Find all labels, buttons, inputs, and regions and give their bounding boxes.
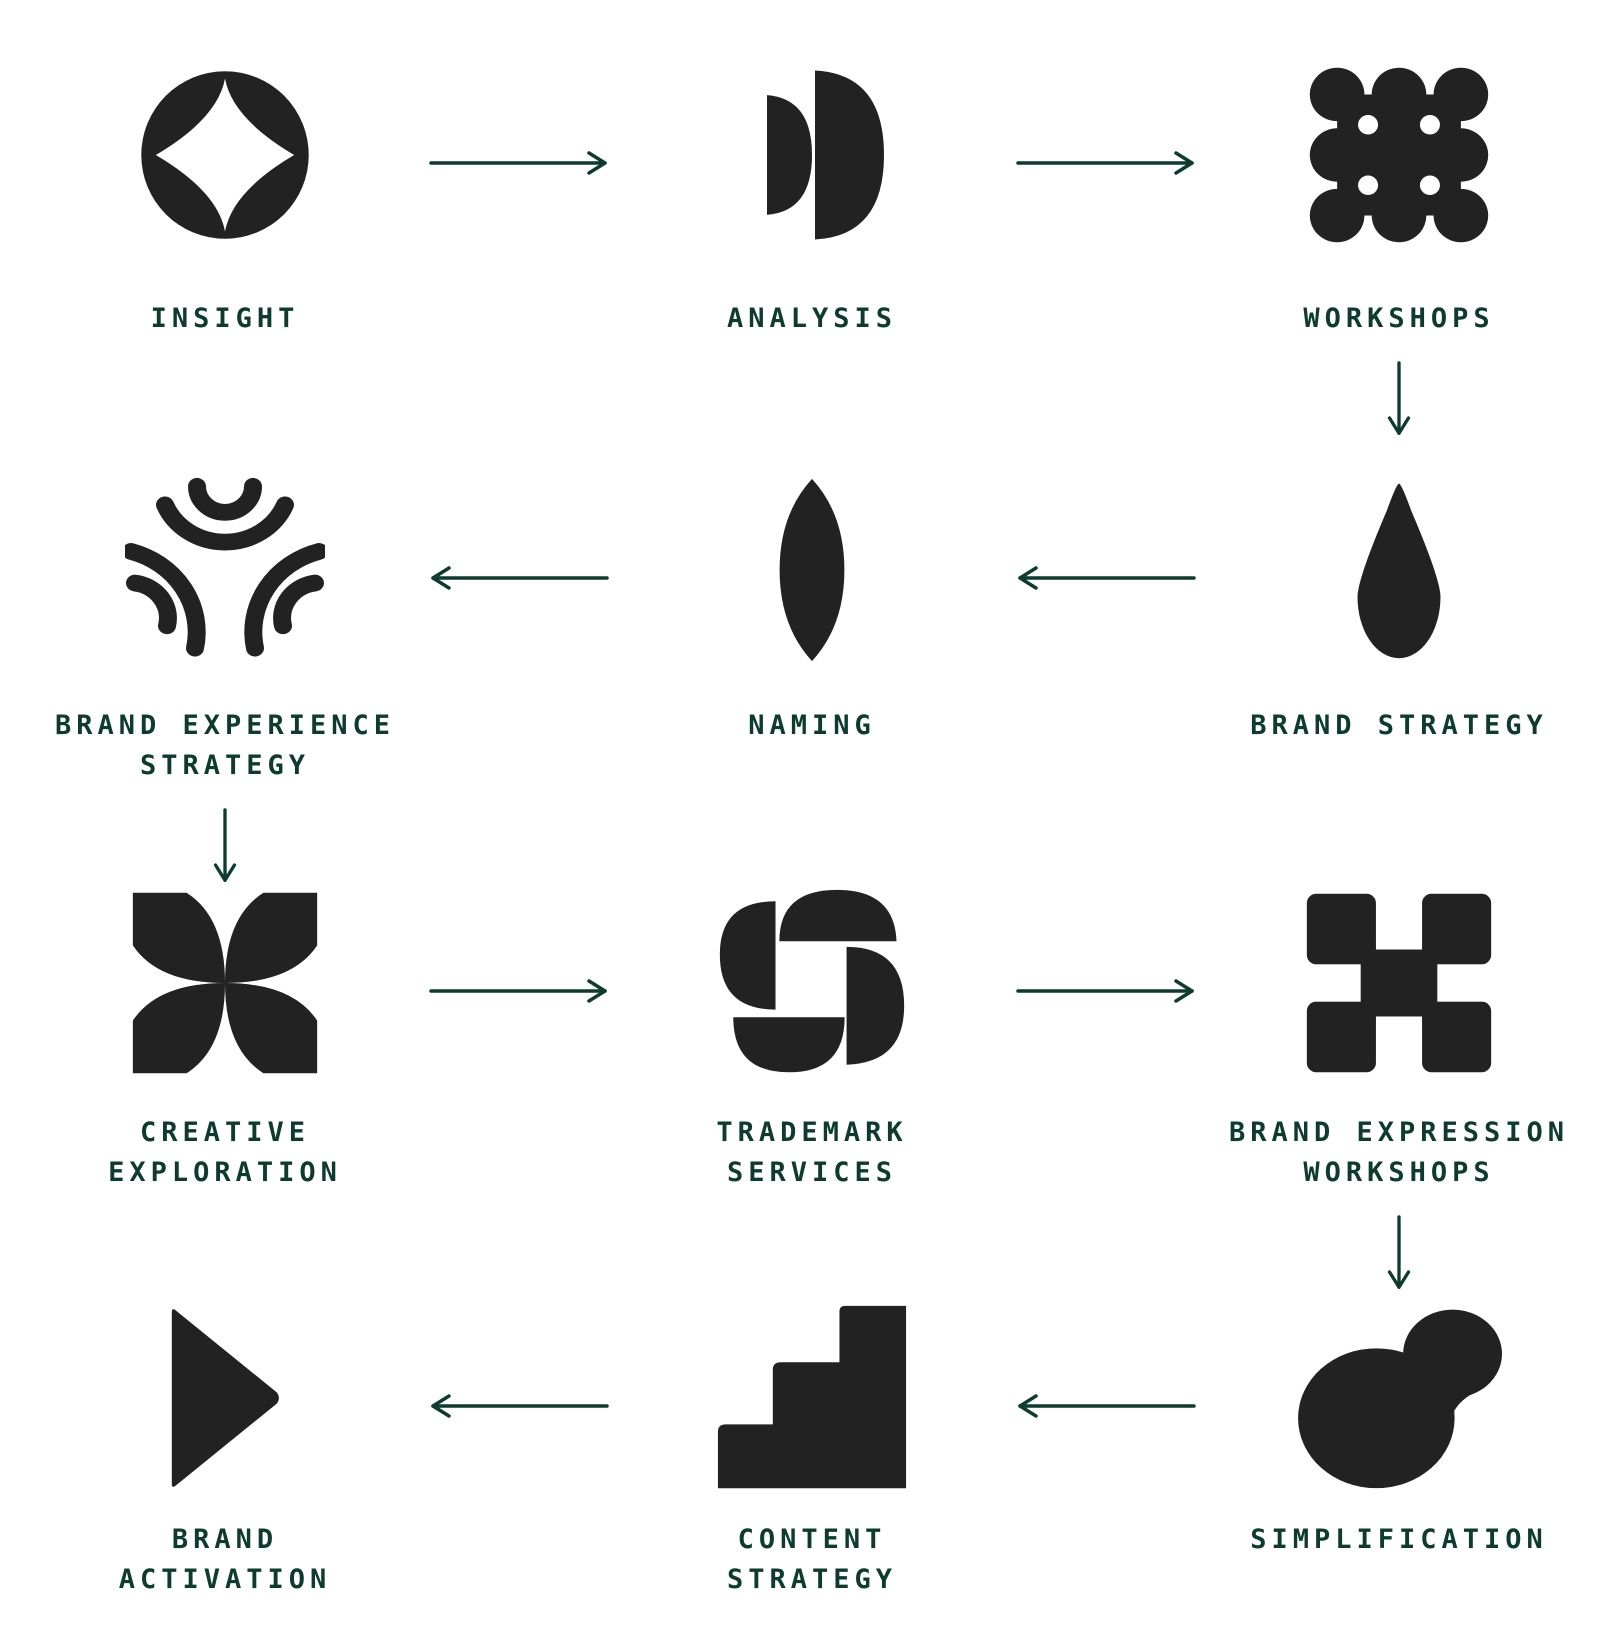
step-label-line: EXPLORATION <box>108 1157 342 1188</box>
step-label-line: CREATIVE <box>139 1117 311 1148</box>
step-label-line: WORKSHOPS <box>1303 1157 1495 1188</box>
four-petal-flower-icon <box>129 889 321 1077</box>
arrow-down-icon <box>213 808 237 884</box>
arrow-right-icon <box>428 151 609 175</box>
step-label-creative-exploration: CREATIVE EXPLORATION <box>15 1113 435 1193</box>
half-circles-icon <box>737 67 887 243</box>
step-label-brand-experience-strategy: BRAND EXPERIENCE STRATEGY <box>15 706 435 786</box>
arrow-left-icon <box>429 1394 609 1418</box>
step-label-content-strategy: CONTENT STRATEGY <box>602 1520 1022 1600</box>
step-label-insight: INSIGHT <box>15 299 435 339</box>
drop-icon <box>1338 480 1460 660</box>
arrow-right-icon <box>428 979 609 1003</box>
arrow-left-icon <box>429 566 609 590</box>
step-label-trademark-services: TRADEMARK SERVICES <box>602 1113 1022 1193</box>
leaf-lens-icon <box>758 477 866 663</box>
arrow-right-icon <box>1015 979 1196 1003</box>
step-label-line: BRAND STRATEGY <box>1250 710 1548 741</box>
pinwheel-quarters-icon <box>716 888 908 1078</box>
circle-with-sparkle-icon <box>134 64 316 246</box>
step-label-line: STRATEGY <box>139 750 311 781</box>
step-label-brand-expression-workshops: BRAND EXPRESSION WORKSHOPS <box>1189 1113 1609 1193</box>
step-label-line: ANALYSIS <box>726 303 898 334</box>
step-label-line: NAMING <box>748 710 876 741</box>
step-label-line: ACTIVATION <box>118 1564 332 1595</box>
step-label-line: STRATEGY <box>726 1564 898 1595</box>
play-triangle-icon <box>155 1305 295 1491</box>
step-label-analysis: ANALYSIS <box>602 299 1022 339</box>
step-label-line: CONTENT <box>737 1524 887 1555</box>
arrow-left-icon <box>1016 1394 1196 1418</box>
step-label-workshops: WORKSHOPS <box>1189 299 1609 339</box>
step-label-brand-activation: BRAND ACTIVATION <box>15 1520 435 1600</box>
arrow-right-icon <box>1015 151 1196 175</box>
stairs-icon <box>714 1304 910 1492</box>
step-label-line: BRAND EXPERIENCE <box>54 710 396 741</box>
step-label-line: INSIGHT <box>150 303 300 334</box>
arrow-down-icon <box>1387 361 1411 437</box>
step-label-line: WORKSHOPS <box>1303 303 1495 334</box>
step-label-line: SIMPLIFICATION <box>1250 1524 1548 1555</box>
step-label-line: TRADEMARK <box>716 1117 908 1148</box>
step-label-simplification: SIMPLIFICATION <box>1189 1520 1609 1560</box>
step-label-line: BRAND <box>171 1524 279 1555</box>
merging-circles-icon <box>1296 1306 1502 1490</box>
radiating-arcs-icon <box>125 477 325 663</box>
step-label-brand-strategy: BRAND STRATEGY <box>1189 706 1609 746</box>
arrow-down-icon <box>1387 1215 1411 1291</box>
arrow-left-icon <box>1016 566 1196 590</box>
dotted-blob-icon <box>1308 66 1490 244</box>
step-label-naming: NAMING <box>602 706 1022 746</box>
step-label-line: SERVICES <box>726 1157 898 1188</box>
step-label-line: BRAND EXPRESSION <box>1228 1117 1570 1148</box>
cross-blocks-icon <box>1303 890 1495 1076</box>
